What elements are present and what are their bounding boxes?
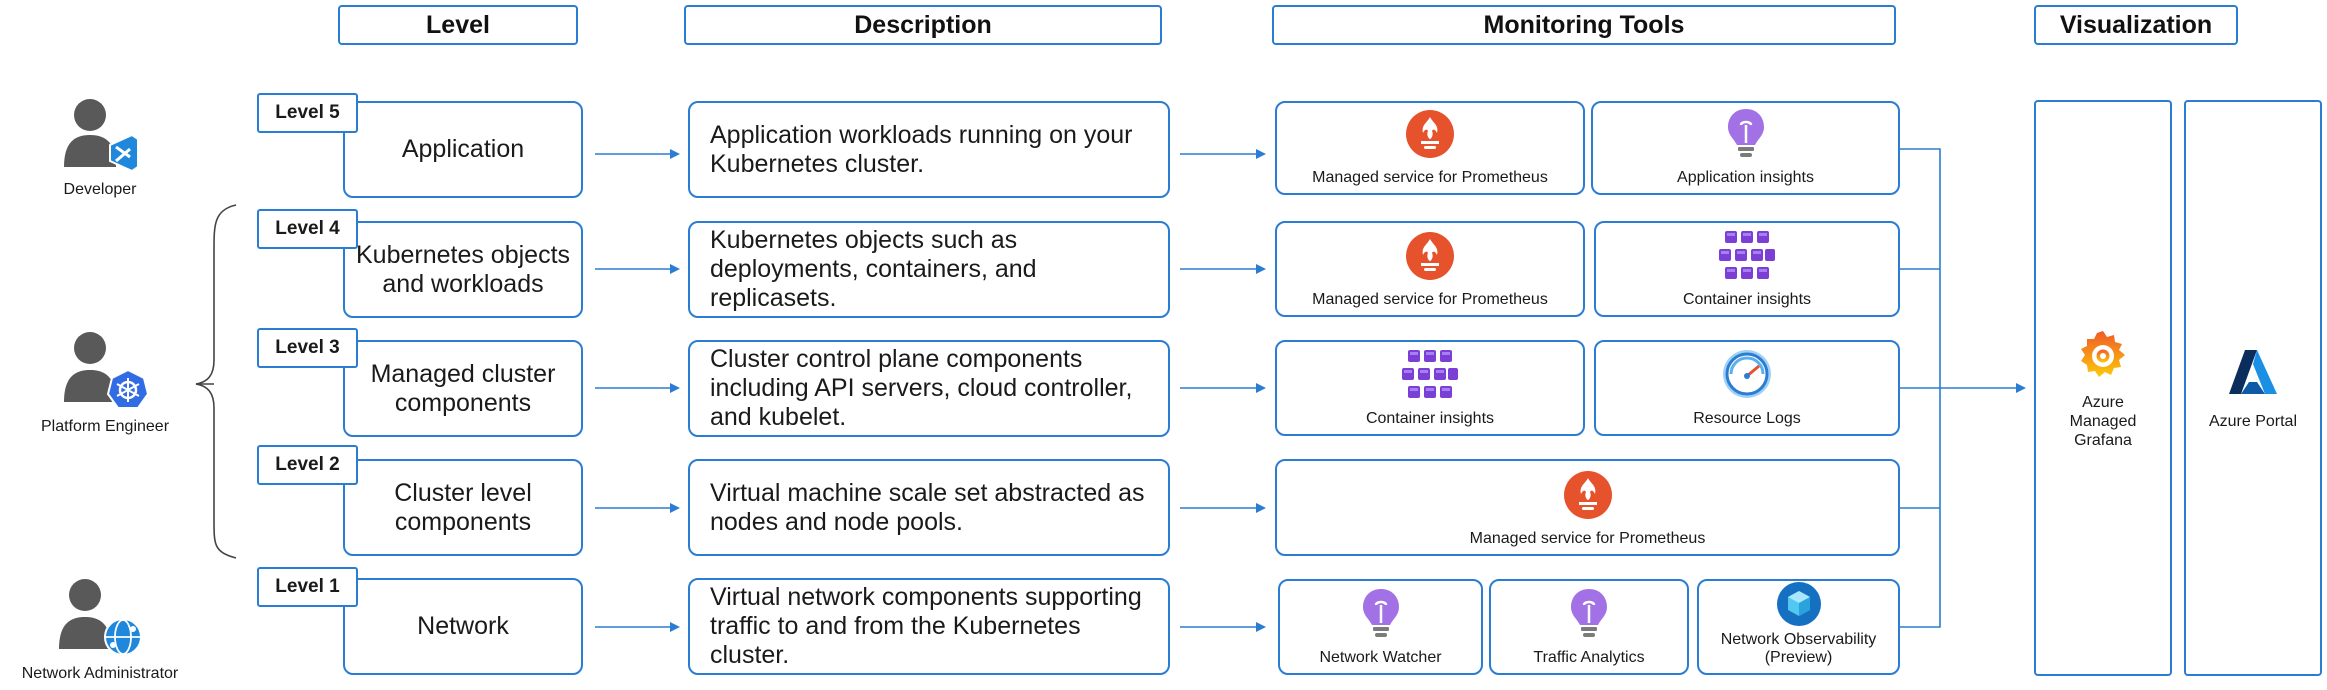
level-4-box: Kubernetes objects and workloads bbox=[343, 221, 583, 318]
tool-l3-container-insights-label: Container insights bbox=[1365, 410, 1495, 427]
level-4-name: Kubernetes objects and workloads bbox=[355, 240, 571, 298]
tool-l5-prometheus-label: Managed service for Prometheus bbox=[1312, 169, 1548, 186]
lightbulb-icon bbox=[1571, 589, 1607, 637]
level-5-tag: Level 5 bbox=[257, 93, 358, 133]
level-5-description-text: Application workloads running on your Ku… bbox=[710, 120, 1133, 178]
tool-l4-container-insights-label: Container insights bbox=[1682, 291, 1812, 308]
vscode-icon bbox=[109, 133, 139, 173]
tool-l5-app-insights: Application insights bbox=[1591, 101, 1900, 195]
level-1-name: Network bbox=[417, 612, 509, 640]
viz-grafana-label: Azure Managed Grafana bbox=[2069, 393, 2137, 449]
persona-network-admin: Network Administrator bbox=[10, 575, 190, 683]
tool-l1-network-watcher-label: Network Watcher bbox=[1319, 649, 1442, 666]
level-2-box: Cluster level components bbox=[343, 459, 583, 556]
gauge-icon bbox=[1723, 350, 1771, 398]
grafana-icon bbox=[2081, 330, 2125, 377]
header-visualization-label: Visualization bbox=[2059, 10, 2213, 39]
level-4-description: Kubernetes objects such as deployments, … bbox=[688, 221, 1170, 318]
level-4-description-text: Kubernetes objects such as deployments, … bbox=[710, 226, 1037, 312]
header-description: Description bbox=[684, 5, 1162, 45]
tool-l1-network-observability-label: Network Observability (Preview) bbox=[1720, 631, 1877, 666]
tool-l1-network-observability: Network Observability (Preview) bbox=[1697, 579, 1900, 675]
header-description-label: Description bbox=[854, 10, 992, 39]
tool-l4-prometheus-label: Managed service for Prometheus bbox=[1312, 291, 1548, 308]
level-1-box: Network bbox=[343, 578, 583, 675]
developer-person-icon bbox=[64, 99, 139, 173]
prometheus-icon bbox=[1406, 232, 1454, 280]
viz-azure-managed-grafana: Azure Managed Grafana bbox=[2034, 100, 2172, 676]
header-monitoring-label: Monitoring Tools bbox=[1483, 10, 1685, 39]
level-5-name: Application bbox=[401, 135, 525, 163]
level-4-tag-label: Level 4 bbox=[275, 218, 340, 239]
network-admin-label: Network Administrator bbox=[21, 665, 179, 682]
tool-l4-container-insights: Container insights bbox=[1594, 221, 1900, 317]
level-2-description: Virtual machine scale set abstracted as … bbox=[688, 459, 1170, 556]
header-monitoring-tools: Monitoring Tools bbox=[1272, 5, 1896, 45]
level-2-name: Cluster level components bbox=[394, 478, 532, 536]
globe-network-icon bbox=[104, 618, 142, 656]
tool-l2-prometheus: Managed service for Prometheus bbox=[1275, 459, 1900, 556]
header-level: Level bbox=[338, 5, 578, 45]
lightbulb-icon bbox=[1362, 589, 1399, 637]
tool-l5-prometheus: Managed service for Prometheus bbox=[1275, 101, 1585, 195]
level-3-box: Managed cluster components bbox=[343, 340, 583, 437]
level-2-tag-label: Level 2 bbox=[275, 454, 340, 475]
level-1-description-text: Virtual network components supporting tr… bbox=[710, 583, 1142, 669]
tool-l3-resource-logs-label: Resource Logs bbox=[1693, 410, 1801, 427]
network-admin-person-icon bbox=[59, 579, 142, 656]
tool-l1-network-watcher: Network Watcher bbox=[1278, 579, 1483, 675]
level-3-tag-label: Level 3 bbox=[275, 337, 340, 358]
persona-developer: Developer bbox=[40, 95, 160, 199]
level-5-box: Application bbox=[343, 101, 583, 198]
level-5-tag-label: Level 5 bbox=[275, 102, 340, 123]
level-3-description: Cluster control plane components includi… bbox=[688, 340, 1170, 437]
level-3-description-text: Cluster control plane components includi… bbox=[710, 345, 1133, 431]
cube-icon bbox=[1776, 582, 1821, 626]
persona-platform-engineer: Platform Engineer bbox=[30, 328, 180, 436]
level-3-tag: Level 3 bbox=[257, 328, 358, 368]
container-cubes-icon bbox=[1719, 231, 1775, 279]
header-visualization: Visualization bbox=[2034, 5, 2238, 45]
developer-label: Developer bbox=[63, 181, 137, 198]
level-1-description: Virtual network components supporting tr… bbox=[688, 578, 1170, 675]
platform-engineer-label: Platform Engineer bbox=[40, 418, 170, 435]
prometheus-icon bbox=[1563, 471, 1612, 519]
tool-l1-traffic-analytics: Traffic Analytics bbox=[1489, 579, 1689, 675]
tool-l4-prometheus: Managed service for Prometheus bbox=[1275, 221, 1585, 317]
tool-l5-app-insights-label: Application insights bbox=[1677, 169, 1814, 186]
viz-azure-portal: Azure Portal bbox=[2184, 100, 2322, 676]
level-2-tag: Level 2 bbox=[257, 445, 358, 485]
level-1-tag-label: Level 1 bbox=[275, 576, 340, 597]
tool-l3-resource-logs: Resource Logs bbox=[1594, 340, 1900, 436]
level-3-name: Managed cluster components bbox=[370, 359, 556, 417]
level-2-description-text: Virtual machine scale set abstracted as … bbox=[710, 478, 1145, 536]
tool-l2-prometheus-label: Managed service for Prometheus bbox=[1469, 530, 1706, 547]
tool-l3-container-insights: Container insights bbox=[1275, 340, 1585, 436]
level-1-tag: Level 1 bbox=[257, 567, 358, 607]
lightbulb-icon bbox=[1727, 109, 1764, 157]
container-cubes-icon bbox=[1402, 350, 1458, 398]
level-5-description: Application workloads running on your Ku… bbox=[688, 101, 1170, 198]
tool-l1-traffic-analytics-label: Traffic Analytics bbox=[1533, 649, 1645, 666]
viz-portal-label: Azure Portal bbox=[2208, 412, 2298, 430]
header-level-label: Level bbox=[426, 10, 490, 39]
level-4-tag: Level 4 bbox=[257, 209, 358, 249]
platform-engineer-person-icon bbox=[64, 332, 150, 409]
kubernetes-icon bbox=[106, 368, 150, 409]
platform-brace bbox=[195, 204, 237, 559]
prometheus-icon bbox=[1406, 110, 1454, 158]
azure-logo-icon bbox=[2229, 349, 2277, 394]
